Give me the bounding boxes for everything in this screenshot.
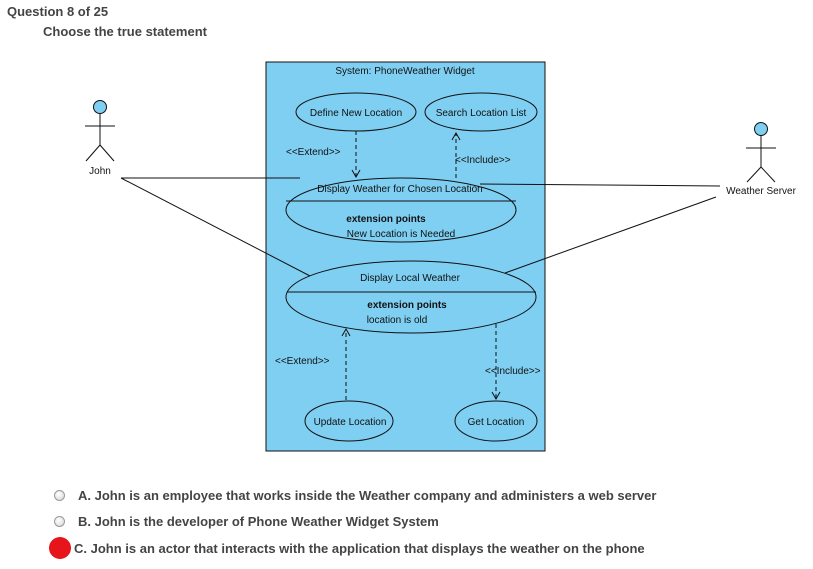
option-a[interactable]: A. John is an employee that works inside… <box>52 485 656 505</box>
use-case-get-location: Get Location <box>454 400 538 442</box>
actor-john: John <box>85 100 115 177</box>
use-case-define-new-location-label: Define New Location <box>310 108 402 119</box>
extend-label-top: <<Extend>> <box>286 147 341 158</box>
system-label: System: PhoneWeather Widget <box>335 66 475 77</box>
use-case-define-new-location: Define New Location <box>295 92 417 132</box>
option-c-label: C. John is an actor that interacts with … <box>74 540 645 556</box>
use-case-display-local-weather: Display Local Weather extension points l… <box>285 260 537 334</box>
radio-button-c-selected[interactable] <box>49 537 71 559</box>
include-label-top: <<Include>> <box>455 155 511 166</box>
actor-weather-server-label: Weather Server <box>726 186 797 197</box>
option-a-label: A. John is an employee that works inside… <box>78 487 657 503</box>
option-b[interactable]: B. John is the developer of Phone Weathe… <box>52 511 439 531</box>
extension-points-title-chosen: extension points <box>346 214 426 225</box>
actor-john-head <box>93 100 107 114</box>
extension-point-new-location: New Location is Needed <box>347 229 455 240</box>
extension-point-location-old: location is old <box>367 315 428 326</box>
actor-weather-server: Weather Server <box>726 122 797 197</box>
extension-points-title-local: extension points <box>367 300 447 311</box>
use-case-display-weather-chosen-label: Display Weather for Chosen Location <box>317 184 482 195</box>
option-c[interactable]: C. John is an actor that interacts with … <box>49 537 645 559</box>
association-server-display-weather-chosen <box>479 183 721 187</box>
use-case-search-location-list-label: Search Location List <box>436 108 527 119</box>
question-prompt: Choose the true statement <box>43 24 207 39</box>
association-john-display-local-weather <box>120 177 313 278</box>
use-case-update-location-label: Update Location <box>314 417 387 428</box>
use-case-display-weather-chosen: Display Weather for Chosen Location exte… <box>285 177 517 243</box>
extend-label-bottom: <<Extend>> <box>275 356 330 367</box>
actor-john-label: John <box>89 166 111 177</box>
use-case-get-location-label: Get Location <box>468 417 525 428</box>
question-number: Question 8 of 25 <box>7 4 109 19</box>
include-label-bottom: <<Include>> <box>485 366 541 377</box>
option-b-label: B. John is the developer of Phone Weathe… <box>78 513 439 529</box>
association-server-display-local-weather <box>504 196 717 274</box>
radio-button-a[interactable] <box>54 489 65 501</box>
actor-weather-server-head <box>754 122 768 136</box>
radio-button-b[interactable] <box>54 515 65 527</box>
use-case-display-local-weather-label: Display Local Weather <box>360 273 461 284</box>
use-case-update-location: Update Location <box>304 400 394 442</box>
use-case-search-location-list: Search Location List <box>424 92 538 132</box>
